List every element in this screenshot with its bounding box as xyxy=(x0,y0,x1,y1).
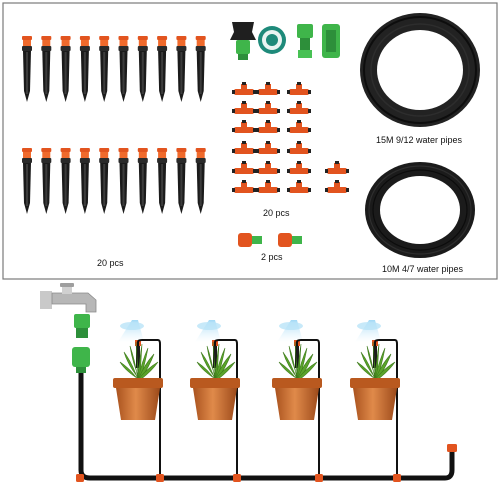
water-mist xyxy=(120,322,144,330)
plant-leaf xyxy=(206,345,218,381)
water-mist xyxy=(279,322,303,330)
adapters-count-label: 2 pcs xyxy=(261,252,283,262)
plant-pot xyxy=(275,388,319,420)
plant-leaf xyxy=(200,351,218,381)
pipe-joint xyxy=(76,474,84,482)
feed-pipe xyxy=(296,339,320,478)
plant-leaf xyxy=(296,361,318,381)
small-adapter-1 xyxy=(238,233,262,247)
plant-leaf xyxy=(288,345,300,381)
hose-connector xyxy=(72,347,90,373)
plant-leaf xyxy=(119,361,142,381)
plant-leaf xyxy=(214,361,236,381)
plant-leaf xyxy=(123,351,141,381)
pipe-joint xyxy=(393,474,401,482)
faucet xyxy=(40,283,97,313)
plant-station xyxy=(350,320,401,482)
plant-leaf xyxy=(374,361,396,381)
feed-pipe xyxy=(137,339,161,478)
pot-rim xyxy=(350,378,400,388)
pot-rim xyxy=(272,378,322,388)
small-adapter-2 xyxy=(278,233,302,247)
connectors-count-label: 20 pcs xyxy=(263,208,290,218)
faucet-connector xyxy=(74,314,90,338)
pipe-joint xyxy=(233,474,241,482)
water-mist xyxy=(357,322,381,330)
plant-pot xyxy=(353,388,397,420)
plant-station xyxy=(190,320,241,482)
small-pipe-label: 10M 4/7 water pipes xyxy=(382,264,464,274)
plant-leaf xyxy=(282,351,300,381)
plant-leaf xyxy=(360,351,378,381)
sprinkler-stake xyxy=(136,346,140,368)
pipe-end-cap xyxy=(447,444,457,452)
stakes-count-label: 20 pcs xyxy=(97,258,124,268)
pipe-coil-large xyxy=(360,13,480,127)
plant-station xyxy=(113,320,164,482)
main-water-pipe xyxy=(78,373,455,481)
sprinkler-stake xyxy=(213,346,217,368)
plant-station xyxy=(272,320,323,482)
plant-leaf xyxy=(137,361,159,381)
plant-leaf xyxy=(356,361,379,381)
pot-rim xyxy=(113,378,163,388)
feed-pipe xyxy=(214,339,238,478)
pot-rim xyxy=(190,378,240,388)
sprinkler-stake xyxy=(295,346,299,368)
large-pipe-label: 15M 9/12 water pipes xyxy=(376,135,463,145)
plant-leaf xyxy=(278,361,301,381)
faucet-adapter xyxy=(230,22,256,60)
plant-leaf xyxy=(129,345,141,381)
plant-leaf xyxy=(366,345,378,381)
pipe-joint xyxy=(315,474,323,482)
pipe-coil-small xyxy=(365,162,475,258)
feed-pipe xyxy=(374,339,398,478)
water-mist xyxy=(197,322,221,330)
thread-tape xyxy=(258,26,286,54)
sprinkler-stake xyxy=(373,346,377,368)
plant-stations-group xyxy=(76,320,457,482)
green-connector-1 xyxy=(297,24,313,58)
plant-leaf xyxy=(196,361,219,381)
plant-pot xyxy=(193,388,237,420)
plant-pot xyxy=(116,388,160,420)
green-connector-2 xyxy=(322,24,340,58)
pipe-joint xyxy=(156,474,164,482)
